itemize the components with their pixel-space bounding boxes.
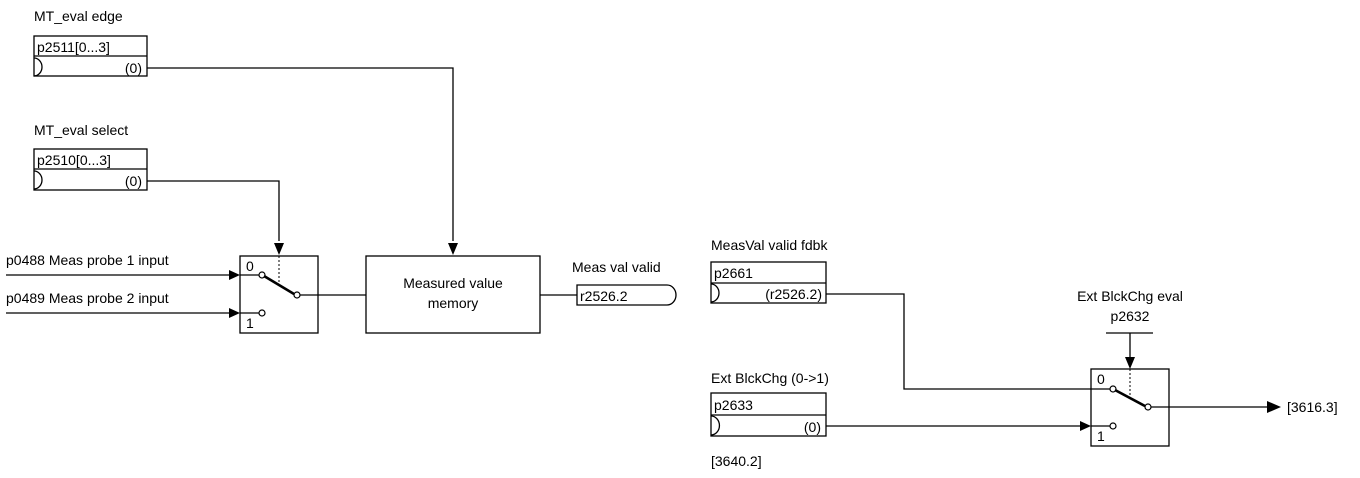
ext-blckchg-eval-title: Ext BlckChg eval [1077, 288, 1183, 304]
measval-fdbk-value: (r2526.2) [765, 286, 822, 302]
ext-blckchg-connector: Ext BlckChg (0->1) p2633 (0) [3640.2] [710, 370, 829, 469]
switch1-pos0-label: 0 [246, 258, 254, 274]
arrow-icon [1080, 421, 1091, 431]
measured-value-memory-block: Measured value memory [365, 255, 541, 334]
mt-eval-select-title: MT_eval select [34, 122, 128, 138]
mt-eval-edge-value: (0) [125, 60, 142, 76]
mt-eval-select-value: (0) [125, 173, 142, 189]
mt-eval-select-param: p2510[0...3] [37, 152, 111, 168]
ext-blckchg-param: p2633 [714, 397, 753, 413]
probe2-input-label: p0489 Meas probe 2 input [6, 290, 169, 306]
ext-blckchg-eval: Ext BlckChg eval p2632 [1077, 288, 1183, 369]
mt-eval-select-connector: MT_eval select p2510[0...3] (0) [33, 122, 148, 191]
arrow-icon [448, 243, 458, 255]
switch2-pos1-label: 1 [1097, 428, 1105, 444]
ext-blckchg-ref: [3640.2] [711, 453, 762, 469]
switch1-pos1-label: 1 [246, 315, 254, 331]
meas-val-valid-connector: Meas val valid r2526.2 [572, 259, 677, 306]
selector-switch-1: 0 1 [239, 255, 319, 334]
arrow-icon [274, 243, 284, 255]
arrow-icon [1125, 357, 1135, 369]
ext-blckchg-value: (0) [804, 419, 821, 435]
arrow-icon [1267, 401, 1281, 413]
ext-blckchg-eval-param: p2632 [1111, 308, 1150, 324]
arrow-icon [229, 270, 240, 280]
meas-val-valid-param: r2526.2 [580, 288, 628, 304]
switch2-pos0-label: 0 [1097, 371, 1105, 387]
output-ref-label: [3616.3] [1287, 399, 1338, 415]
mt-eval-edge-param: p2511[0...3] [37, 39, 110, 55]
measval-fdbk-title: MeasVal valid fdbk [711, 237, 828, 253]
probe1-input-label: p0488 Meas probe 1 input [6, 252, 169, 268]
arrow-icon [229, 308, 240, 318]
measval-fdbk-connector: MeasVal valid fdbk p2661 (r2526.2) [710, 237, 828, 304]
ext-blckchg-title: Ext BlckChg (0->1) [711, 370, 829, 386]
measval-fdbk-param: p2661 [714, 265, 753, 281]
mt-eval-edge-title: MT_eval edge [34, 8, 123, 24]
memory-label-line1: Measured value [403, 275, 503, 291]
meas-val-valid-title: Meas val valid [572, 259, 661, 275]
mt-eval-edge-connector: MT_eval edge p2511[0...3] (0) [33, 8, 148, 77]
memory-label-line2: memory [428, 295, 479, 311]
